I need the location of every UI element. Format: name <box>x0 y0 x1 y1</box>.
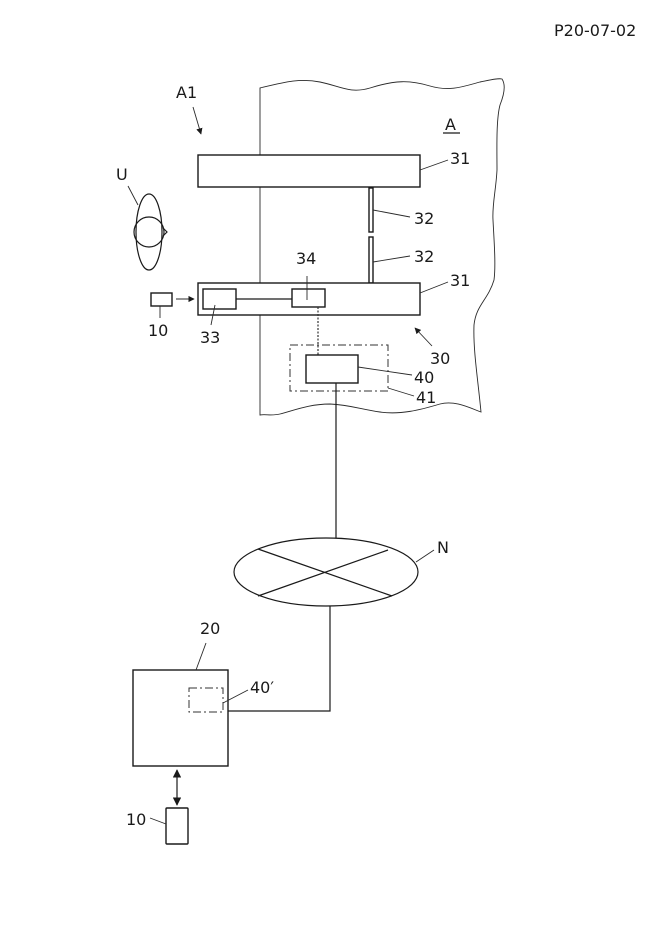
network-icon <box>233 537 419 607</box>
rail-upper <box>368 187 374 233</box>
system-area-arrow <box>192 106 203 135</box>
leader-server-unit-alt <box>222 689 249 704</box>
mobile-bottom-label: 10 <box>126 810 146 829</box>
figure-id-label: P20-07-02 <box>554 21 636 40</box>
door-system-arrow <box>414 327 433 347</box>
reader-box <box>291 288 326 308</box>
leader-mobile-bottom <box>149 817 167 825</box>
area-boundary <box>259 78 505 416</box>
door-lower-label: 31 <box>450 271 470 290</box>
local-enclosure-label: 41 <box>416 388 436 407</box>
mobile-top-label: 10 <box>148 321 168 340</box>
local-enclosure <box>289 344 389 392</box>
server-unit-alt-box <box>188 687 224 713</box>
leader-door-upper <box>419 159 449 171</box>
leader-network <box>415 549 435 563</box>
controller-label: 33 <box>200 328 220 347</box>
server-unit-box <box>305 354 359 384</box>
server-box <box>132 669 229 767</box>
mobile-device-top <box>150 292 173 307</box>
network-server-link <box>228 606 331 712</box>
leader-rail-upper <box>372 209 411 218</box>
rail-lower <box>368 236 374 284</box>
controller-box <box>202 288 237 310</box>
system-area-label: A1 <box>176 83 197 102</box>
server-label: 20 <box>200 619 220 638</box>
server-unit-label: 40 <box>414 368 434 387</box>
server-unit-alt-label: 40′ <box>250 678 274 697</box>
leader-server <box>195 642 207 671</box>
rail-upper-label: 32 <box>414 209 434 228</box>
mobile-device-bottom <box>165 807 189 845</box>
area-label: A <box>445 115 456 134</box>
leader-rail-lower <box>372 255 411 263</box>
network-label: N <box>437 538 449 557</box>
door-system-label: 30 <box>430 349 450 368</box>
leader-server-unit <box>357 366 413 376</box>
user-icon <box>133 193 168 271</box>
reader-label: 34 <box>296 249 316 268</box>
leader-enclosure <box>387 387 415 397</box>
rail-lower-label: 32 <box>414 247 434 266</box>
door-upper-label: 31 <box>450 149 470 168</box>
leader-user <box>127 185 139 206</box>
user-label: U <box>116 165 128 184</box>
door-panel-upper <box>197 154 421 188</box>
leader-door-lower <box>419 281 449 294</box>
leader-controller <box>210 304 216 326</box>
